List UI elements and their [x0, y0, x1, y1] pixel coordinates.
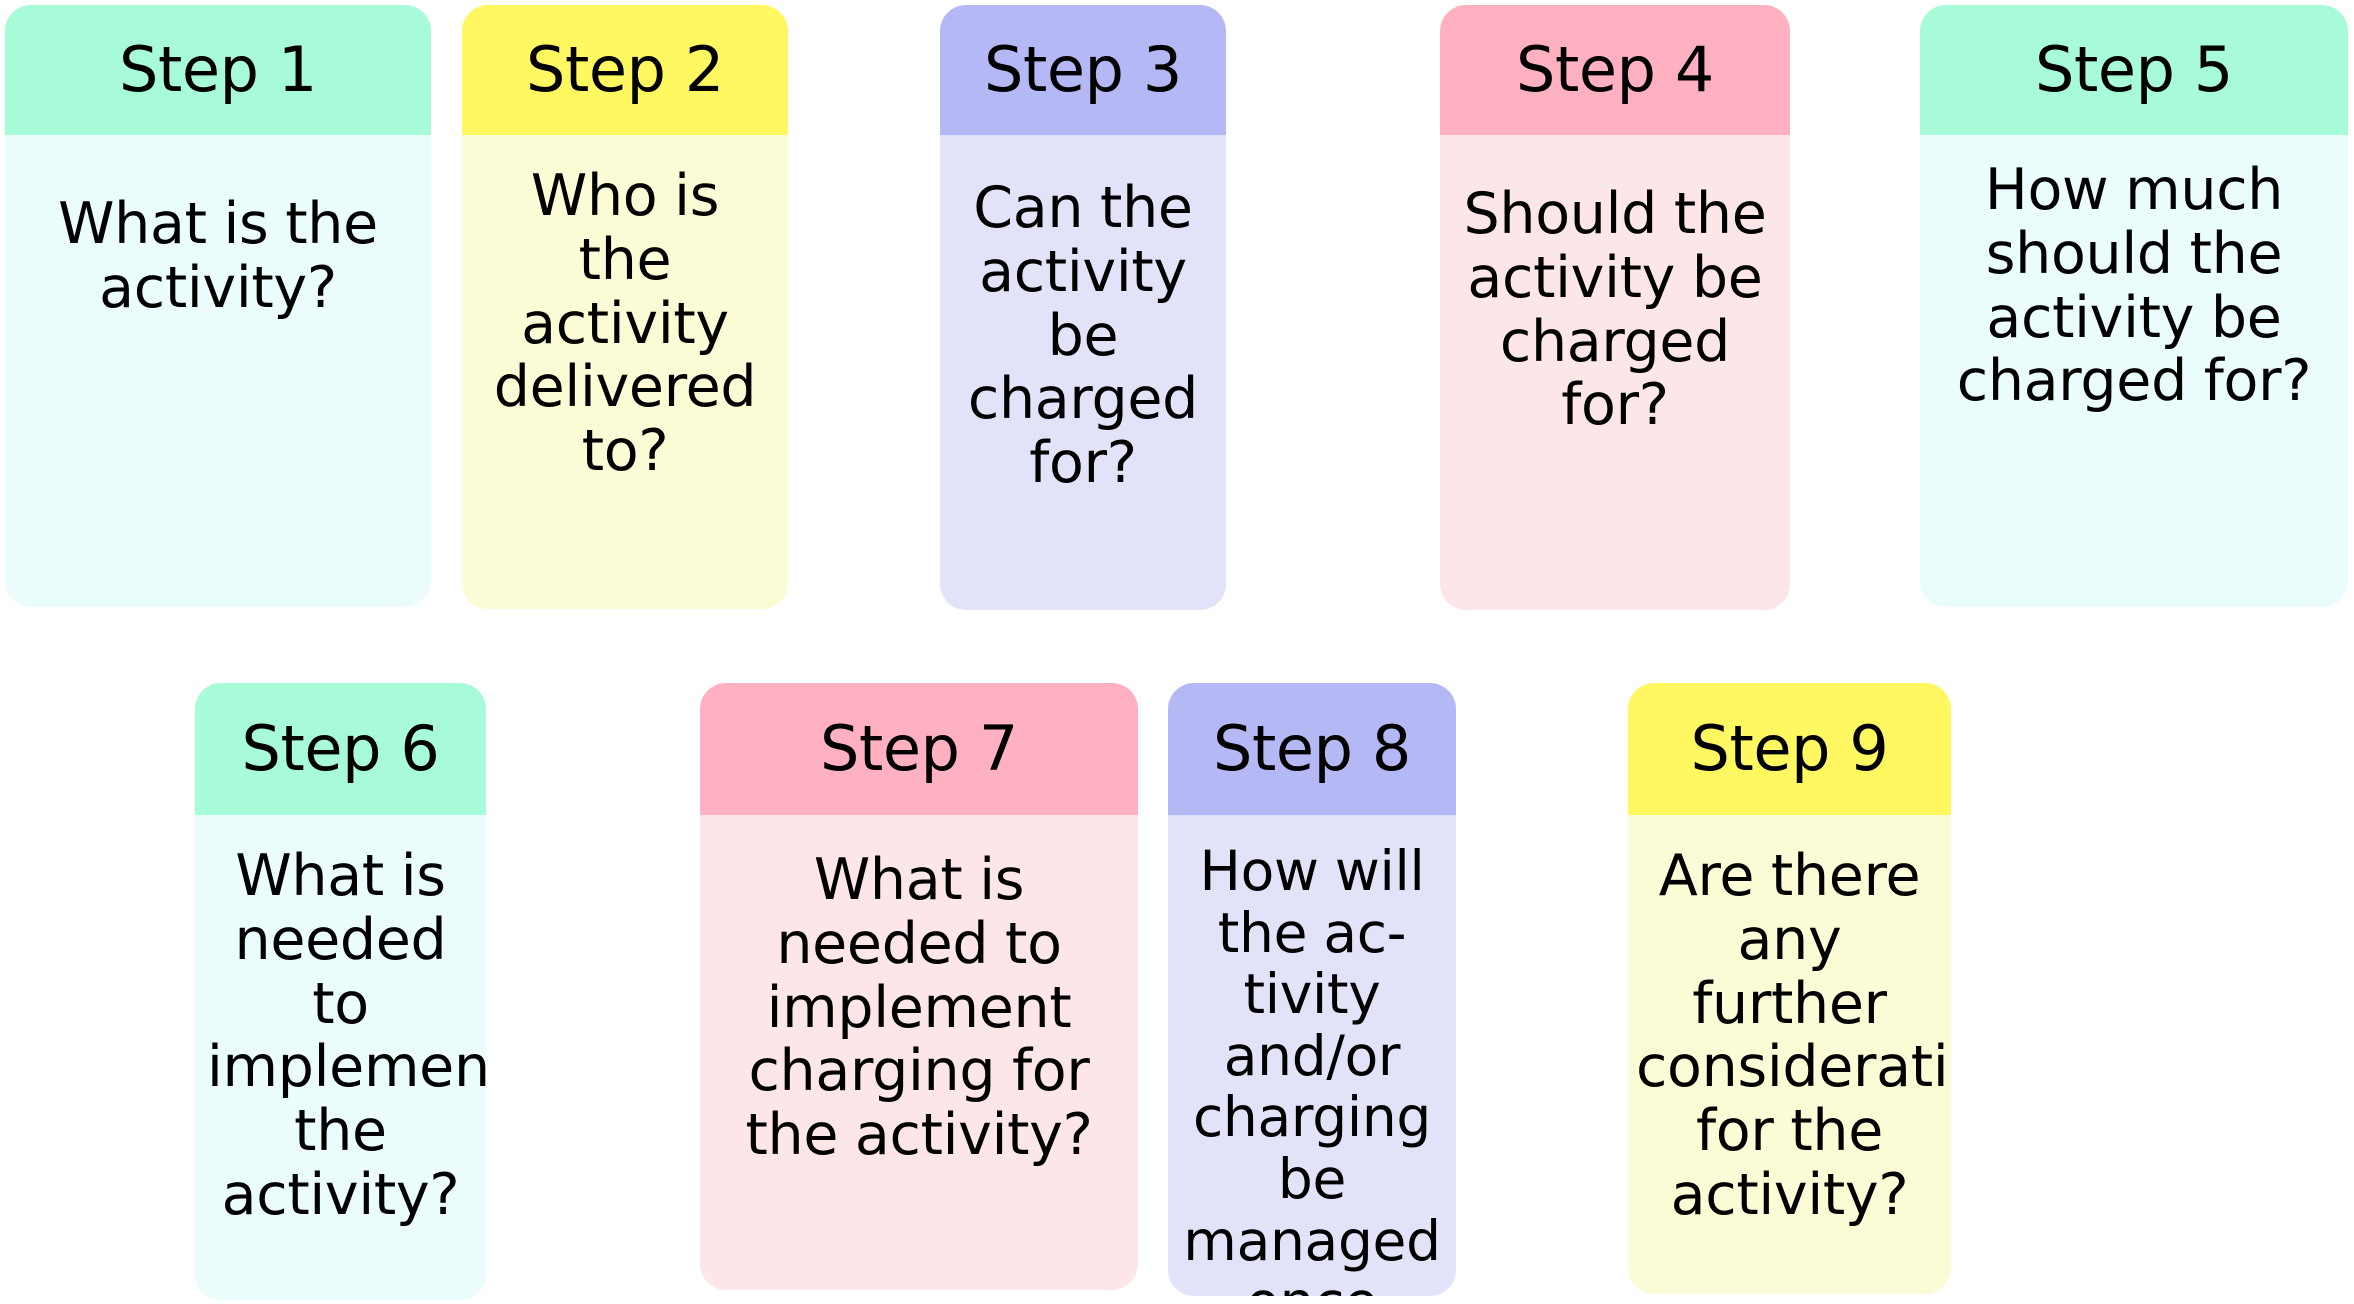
step-card-9-header-label: Step 9: [1690, 712, 1889, 785]
step-card-3[interactable]: Step 3 Can the activity be charged for?: [940, 5, 1226, 610]
step-card-9-question: Are there any further considerations for…: [1636, 843, 1951, 1229]
step-card-8-header-label: Step 8: [1213, 712, 1411, 785]
step-card-9-body: Are there any further considerations for…: [1628, 815, 1951, 1294]
step-card-8-question: How will the ac-tivity and/or charging b…: [1183, 839, 1441, 1296]
step-card-5-header: Step 5: [1920, 5, 2348, 135]
step-card-3-body: Can the activity be charged for?: [940, 135, 1226, 610]
step-card-3-header-label: Step 3: [984, 33, 1182, 106]
step-card-6-header-label: Step 6: [241, 712, 440, 785]
step-card-5[interactable]: Step 5 How much should the activity be c…: [1920, 5, 2348, 607]
step-card-2-header-label: Step 2: [526, 33, 724, 106]
step-card-2[interactable]: Step 2 Who is the activity delivered to?: [462, 5, 788, 609]
step-card-5-question: How much should the activity be charged …: [1956, 157, 2312, 415]
step-card-7-header: Step 7: [700, 683, 1138, 815]
step-card-9-header: Step 9: [1628, 683, 1951, 815]
step-card-9[interactable]: Step 9 Are there any further considerati…: [1628, 683, 1951, 1294]
step-card-4-header: Step 4: [1440, 5, 1790, 135]
step-card-2-question: Who is the activity delivered to?: [493, 163, 757, 485]
step-card-3-header: Step 3: [940, 5, 1226, 135]
step-card-2-header: Step 2: [462, 5, 788, 135]
step-card-6-header: Step 6: [195, 683, 486, 815]
step-card-5-body: How much should the activity be charged …: [1920, 135, 2348, 607]
step-card-1[interactable]: Step 1 What is the activity?: [5, 5, 431, 607]
step-card-6-question: What is needed to implement the activity…: [207, 843, 486, 1229]
step-card-7-body: What is needed to implement charging for…: [700, 815, 1138, 1290]
step-card-4[interactable]: Step 4 Should the activity be charged fo…: [1440, 5, 1790, 610]
step-card-1-body: What is the activity?: [5, 135, 431, 607]
step-card-6-body: What is needed to implement the activity…: [195, 815, 486, 1300]
step-card-4-body: Should the activity be charged for?: [1440, 135, 1790, 610]
step-card-8-header: Step 8: [1168, 683, 1456, 815]
step-card-1-header-label: Step 1: [119, 33, 317, 106]
step-card-7-header-label: Step 7: [820, 712, 1018, 785]
step-card-1-question: What is the activity?: [58, 191, 378, 321]
step-card-8[interactable]: Step 8 How will the ac-tivity and/or cha…: [1168, 683, 1456, 1296]
step-card-8-body: How will the ac-tivity and/or charging b…: [1168, 815, 1456, 1296]
step-card-6[interactable]: Step 6 What is needed to implement the a…: [195, 683, 486, 1300]
step-card-2-body: Who is the activity delivered to?: [462, 135, 788, 609]
step-card-1-header: Step 1: [5, 5, 431, 135]
step-card-4-question: Should the activity be charged for?: [1463, 181, 1767, 439]
step-card-7-question: What is needed to implement charging for…: [745, 847, 1093, 1169]
step-card-5-header-label: Step 5: [2035, 33, 2233, 106]
step-card-3-question: Can the activity be charged for?: [967, 175, 1199, 497]
step-card-4-header-label: Step 4: [1516, 33, 1714, 106]
step-card-7[interactable]: Step 7 What is needed to implement charg…: [700, 683, 1138, 1290]
